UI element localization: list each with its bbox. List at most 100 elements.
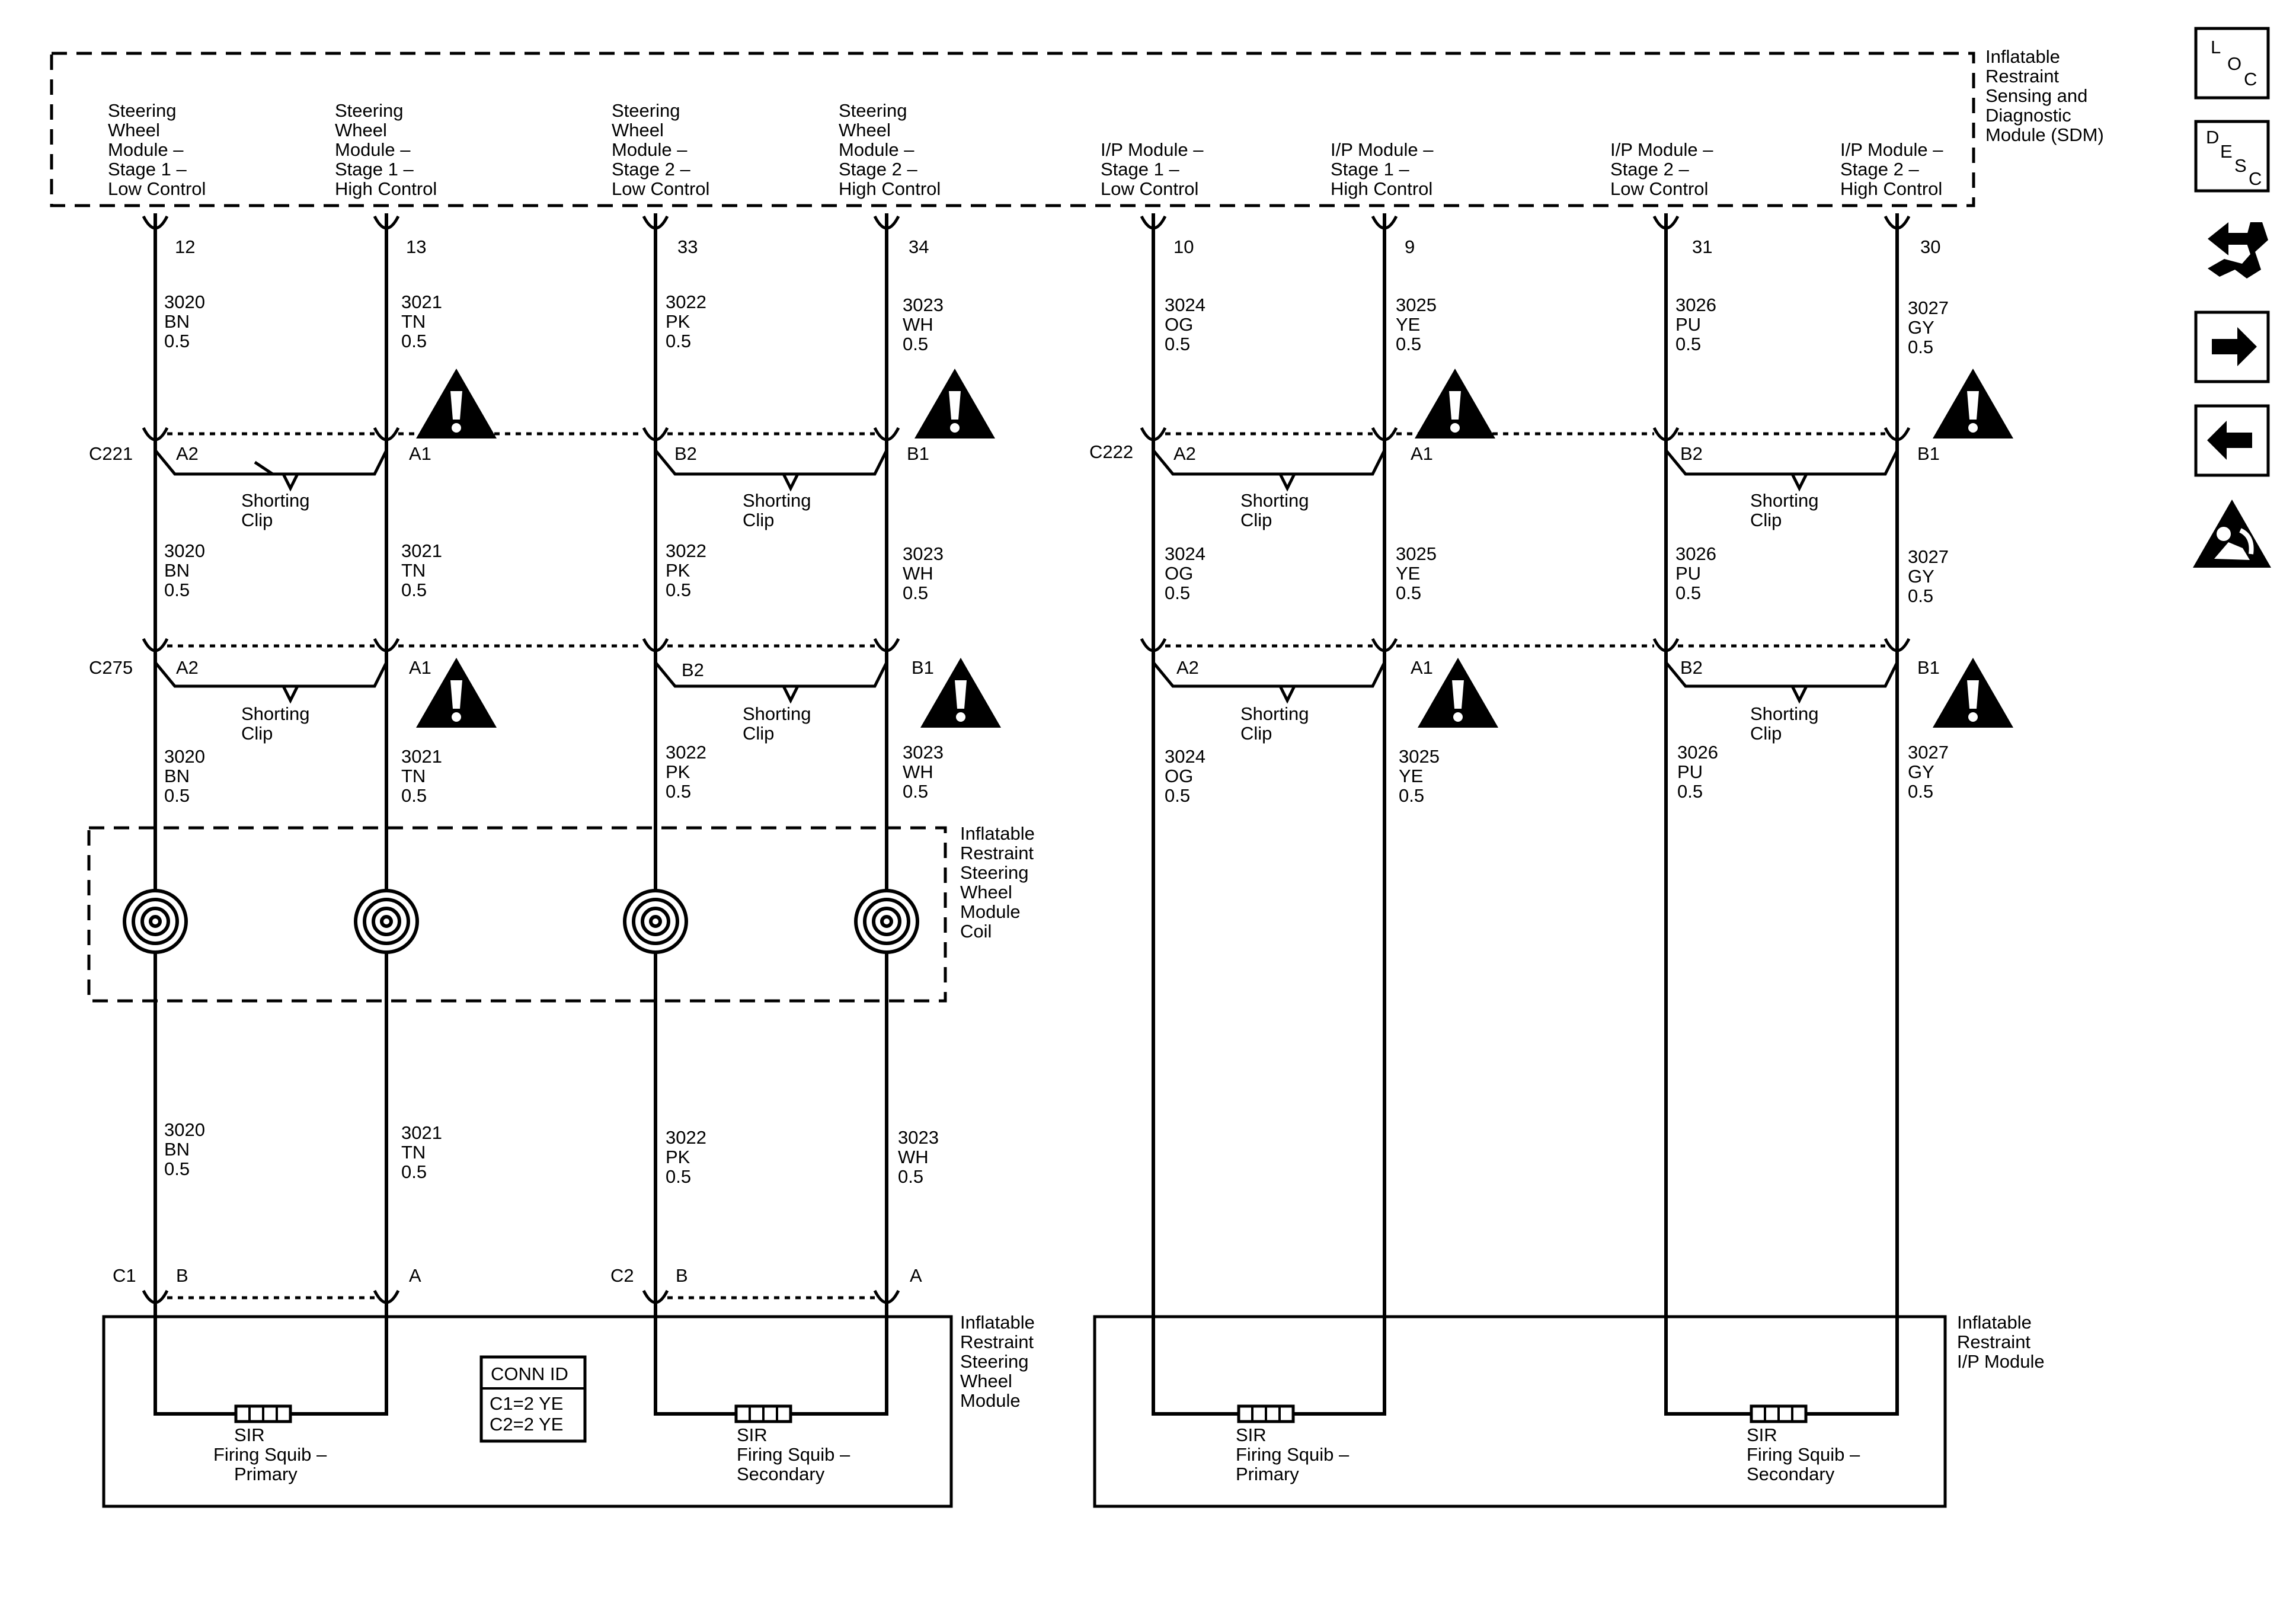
sdm-pin-number: 34 [909,236,929,257]
desc-icon: D E S C [2206,127,2262,189]
caution-icon[interactable] [1933,658,2013,728]
svg-text:D: D [2206,127,2219,148]
airbag-warning-icon[interactable] [2193,500,2271,568]
svg-text:A1: A1 [409,657,431,678]
side-nav: L O C D E S C [2193,27,2271,568]
caution-icon[interactable] [1933,369,2013,438]
clock-spring-icon [123,889,188,954]
previous-arrow-icon [2207,421,2252,460]
squib-label: SIR Firing Squib – Primary [1236,1425,1354,1484]
svg-text:A1: A1 [1411,657,1433,678]
caution-icon[interactable] [914,369,995,438]
sdm-circuit-label: I/P Module – Stage 1 – High Control [1331,139,1438,199]
squib-resistor-icon [1750,1404,1808,1423]
svg-text:O: O [2227,53,2241,74]
svg-text:A1: A1 [1411,443,1433,464]
wire-runs [154,213,1899,1414]
sdm-circuit-label: Steering Wheel Module – Stage 2 – Low Co… [612,100,709,199]
caution-icon[interactable] [1415,369,1495,438]
ip-module-title: Inflatable Restraint I/P Module [1957,1312,2045,1372]
clock-spring-icon [354,889,419,954]
next-arrow-icon [2212,327,2257,366]
svg-text:B: B [176,1265,188,1286]
loc-button[interactable]: L O C [2194,27,2270,100]
next-arrow-button[interactable] [2194,311,2270,383]
svg-text:E: E [2220,141,2233,162]
squib-resistor-icon [734,1404,792,1423]
caution-triangles [416,369,2013,728]
connector-name: C221 [89,443,133,464]
steering-wheel-module-box [102,1315,953,1508]
conn-id-box: CONN ID C1=2 YE C2=2 YE [479,1355,587,1443]
svg-text:A: A [409,1265,421,1286]
svg-text:S: S [2234,155,2247,176]
coil-title: Inflatable Restraint Steering Wheel Modu… [960,823,1040,942]
svg-text:B2: B2 [682,660,704,680]
svg-text:L: L [2211,37,2221,57]
svg-text:B2: B2 [674,443,697,464]
caution-icon[interactable] [416,658,497,728]
connector-name: C275 [89,657,133,678]
squib-symbols [234,1404,1808,1423]
previous-arrow-button[interactable] [2194,404,2270,477]
steering-wheel-module-title: Inflatable Restraint Steering Wheel Modu… [960,1312,1040,1411]
svg-text:C: C [2244,69,2257,89]
svg-text:B: B [676,1265,688,1286]
connector-c222: C222 A2 A1 B2 B1 [1089,432,1940,464]
sdm-pin-number: 10 [1173,236,1194,257]
squib-resistor-icon [1237,1404,1295,1423]
sdm-pin-number: 30 [1920,236,1940,257]
squib-resistor-icon [234,1404,292,1423]
svg-text:B1: B1 [907,443,929,464]
desc-button[interactable]: D E S C [2194,120,2270,193]
svg-text:B2: B2 [1680,657,1703,678]
svg-text:A2: A2 [176,657,199,678]
svg-text:B1: B1 [912,657,934,678]
connector-c221: C221 A2 A1 B2 B1 [89,432,929,464]
sdm-pin-number: 9 [1405,236,1415,257]
sdm-circuit-label: Steering Wheel Module – Stage 1 – Low Co… [108,100,206,199]
connector-c275: C275 A2 A1 B2 B1 A2 A1 B2 B1 [89,644,1940,680]
sdm-circuit-label: Steering Wheel Module – Stage 2 – High C… [839,100,941,199]
sdm-pin-number: 12 [175,236,195,257]
connector-swap-icon[interactable] [2208,222,2268,279]
sdm-pin-number: 33 [677,236,698,257]
caution-icon[interactable] [1418,658,1498,728]
terminal-symbols [142,215,1911,1304]
connector-name: C222 [1089,441,1133,462]
caution-icon[interactable] [920,658,1001,728]
connector-c1: C1 B A [113,1265,421,1299]
sdm-pin-number: 13 [406,236,426,257]
svg-text:C: C [2249,168,2262,189]
caution-icon[interactable] [416,369,497,438]
svg-text:B1: B1 [1917,443,1940,464]
